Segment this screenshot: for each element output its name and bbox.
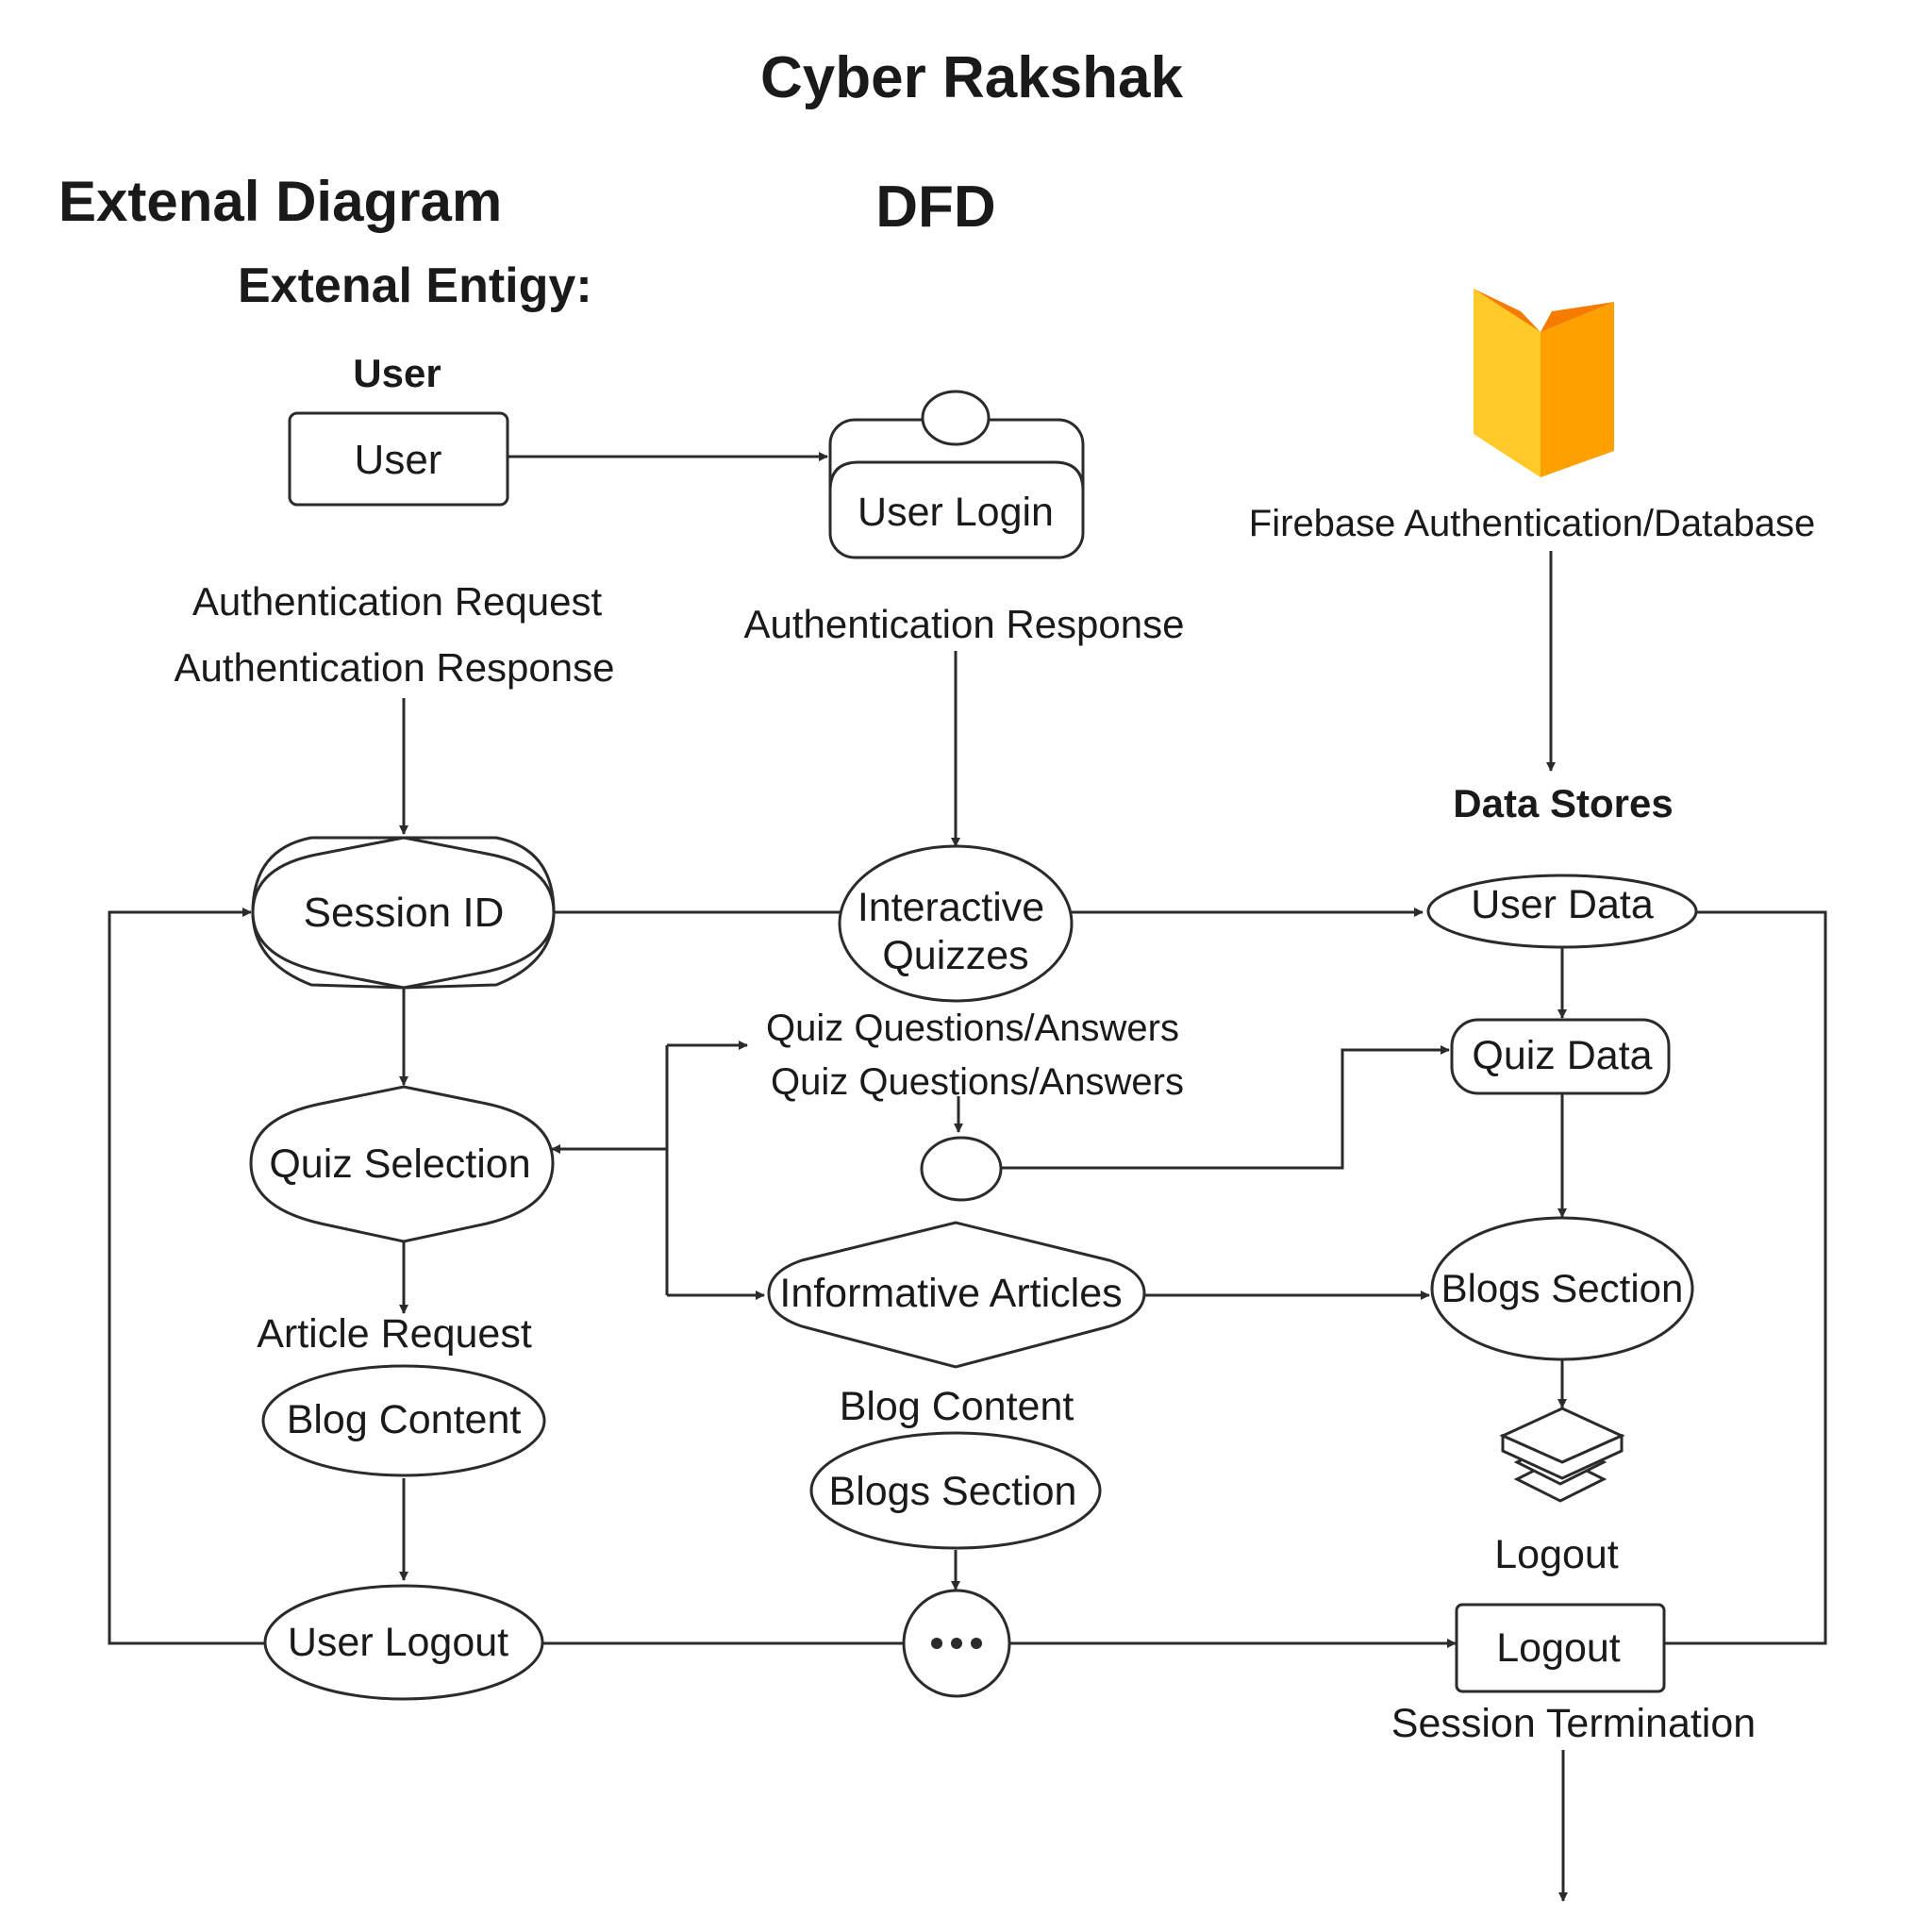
user-data-label: User Data (1471, 882, 1654, 927)
blogs-section-right-label: Blogs Section (1441, 1266, 1684, 1310)
logout-box: Logout (1455, 1603, 1666, 1693)
quiz-selection-node: Quiz Selection (249, 1085, 555, 1243)
external-entity-heading: Extenal Entigy: (238, 258, 592, 313)
diagram-title: Cyber Rakshak (760, 45, 1184, 110)
blogs-section-right-node: Blogs Section (1430, 1216, 1694, 1361)
stacked-layers-icon (1499, 1407, 1625, 1503)
user-entity: User (288, 411, 509, 507)
quiz-selection-label: Quiz Selection (269, 1141, 530, 1187)
blog-content-center-label: Blog Content (840, 1384, 1074, 1429)
logout-box-label: Logout (1496, 1625, 1621, 1671)
article-request-label: Article Request (257, 1311, 532, 1357)
auth-response-left-label: Authentication Response (175, 645, 615, 690)
session-id-node: Session ID (251, 836, 556, 990)
user-login-label: User Login (858, 490, 1054, 535)
data-stores-heading: Data Stores (1453, 781, 1673, 825)
user-entity-label: User (355, 437, 442, 483)
blog-content-left-node: Blog Content (261, 1364, 546, 1477)
quiz-answer-node (920, 1136, 1003, 1202)
auth-request-label: Authentication Request (192, 579, 603, 624)
blogs-section-center-node: Blogs Section (809, 1431, 1102, 1550)
blogs-section-center-label: Blogs Section (829, 1469, 1077, 1514)
flow-node-to-quizdata (1002, 1045, 1450, 1170)
quiz-data-label: Quiz Data (1472, 1033, 1652, 1078)
quiz-data-store: Quiz Data (1450, 1018, 1671, 1095)
user-data-store: User Data (1426, 874, 1698, 949)
logout-store-label: Logout (1494, 1532, 1619, 1577)
more-dot-1 (931, 1638, 942, 1649)
connectors (108, 452, 1827, 1902)
blog-content-left-label: Blog Content (287, 1397, 522, 1442)
user-login-inner-frame (828, 460, 1085, 491)
quiz-qa-label-2: Quiz Questions/Answers (771, 1061, 1184, 1103)
interactive-quizzes-node: Interactive Quizzes (838, 844, 1074, 1003)
flow-loop-left (108, 908, 265, 1645)
flow-loop-right (1664, 910, 1827, 1645)
user-logout-node: User Logout (263, 1584, 544, 1701)
dfd-heading: DFD (875, 175, 995, 240)
user-heading: User (353, 351, 441, 395)
auth-response-center-label: Authentication Response (744, 602, 1185, 646)
session-termination-label: Session Termination (1391, 1701, 1756, 1746)
external-diagram-heading: Extenal Diagram (58, 170, 502, 233)
quiz-qa-label-1: Quiz Questions/Answers (766, 1008, 1179, 1049)
session-id-label: Session ID (304, 890, 505, 936)
more-node (902, 1589, 1011, 1698)
informative-articles-label: Informative Articles (779, 1271, 1122, 1316)
interactive-quizzes-label-line2: Quizzes (882, 933, 1028, 978)
user-logout-label: User Logout (288, 1620, 508, 1665)
user-login-process: User Login (828, 390, 1085, 559)
more-dot-2 (951, 1638, 962, 1649)
firebase-label: Firebase Authentication/Database (1249, 503, 1815, 544)
firebase-logo-icon (1474, 289, 1614, 477)
more-dot-3 (971, 1638, 982, 1649)
interactive-quizzes-label-line1: Interactive (858, 885, 1044, 930)
informative-articles-node: Informative Articles (767, 1221, 1146, 1369)
